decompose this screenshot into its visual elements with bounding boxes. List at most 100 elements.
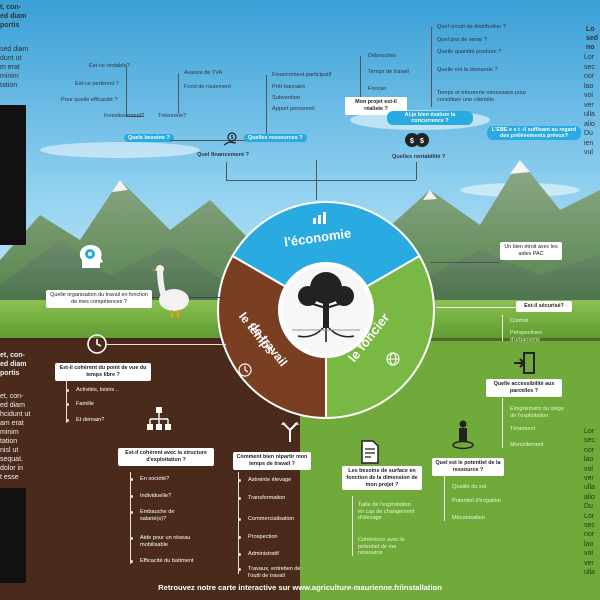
potentiel-item: Mécanisation (452, 515, 485, 521)
left-bottom-line-8: dolor in (0, 465, 23, 472)
left-top-line-4: tation (0, 82, 18, 89)
accessibilite-item: Ténement (510, 426, 536, 432)
bullet (130, 478, 133, 481)
structure-item: En société? (140, 476, 170, 482)
connector (416, 162, 417, 180)
right-top-line-0: Lo (586, 26, 595, 33)
securise-box: Est-il sécurisé? (516, 301, 572, 312)
left-bottom-line-4: minim (0, 429, 19, 436)
surface-item: Taille de l'exploitation en cas de chang… (358, 502, 415, 522)
bullet (66, 419, 69, 422)
left-bottom-line-2: hcidunt ut (0, 411, 31, 418)
coherent-structure-box: Est-il cohérent avec la structure d'expl… (118, 448, 214, 466)
temps-item: Activités, loisirs .. (76, 387, 119, 393)
money-bags-icon: $ $ (405, 133, 429, 147)
goose-illustration (152, 265, 189, 318)
right-bottom-line: lao (584, 456, 594, 464)
realiste-item: Débouchés (368, 53, 397, 59)
left-top-line-0: sed diam (0, 46, 29, 53)
right-mid-line: nor (584, 73, 595, 80)
bullet (130, 511, 133, 514)
ressources-item: Financement participatif (272, 72, 332, 78)
left-top-line-2: m erat (0, 64, 20, 71)
bien-etroit-box: Un bien étroit avec les aides PAC (500, 242, 562, 260)
left-bottom-head-0: et, con- (0, 352, 25, 359)
right-bottom-line: sec (584, 522, 595, 529)
clock-outline-icon (87, 334, 107, 354)
rentabilite-item: Temps et trésorerie nécessaire pour cons… (437, 90, 527, 103)
connector (431, 27, 432, 107)
quel-financement-label: Quel financement ? (197, 152, 249, 158)
right-bottom-line: nor (584, 531, 595, 539)
left-bottom-head-1: ed diam (0, 361, 27, 368)
rentabilite-item: Quelle quantité produire ? (437, 49, 502, 55)
right-mid-line: lao (584, 82, 594, 90)
connector (226, 162, 227, 180)
left-panel-top-block (0, 105, 26, 245)
accessibilite-item: Éloignement du siège de l'exploitation (510, 406, 564, 419)
repartir-box: Comment bien répartir mon temps de trava… (233, 452, 311, 470)
svg-text:$: $ (410, 138, 414, 145)
potentiel-box: Quel est le potentiel de la ressource ? (432, 458, 504, 476)
bullet (130, 560, 133, 563)
right-bottom-line: nor (584, 446, 595, 454)
right-bottom-line: ver (584, 475, 594, 482)
repartir-item: Travaux, entretien de l'outil de travail (248, 566, 301, 579)
connector (360, 56, 361, 98)
right-bottom-line: vol (584, 465, 593, 473)
temps-item: Et demain? (76, 417, 105, 423)
tresorerie-item: Avance de TVA (184, 70, 223, 76)
globe-icon (386, 352, 400, 366)
connector (444, 476, 445, 521)
left-bottom-line-5: tation (0, 438, 18, 445)
footer-link-text[interactable]: Retrouvez notre carte interactive sur ww… (158, 583, 442, 592)
right-bottom-line: Du (584, 503, 593, 511)
left-bottom-line-1: ed diam (0, 402, 25, 409)
bullet (238, 518, 241, 521)
connector (106, 344, 226, 345)
connector (266, 75, 267, 135)
person-target-icon (452, 420, 474, 450)
besoins-item: Est-ce pertinent ? (75, 81, 119, 87)
right-bottom-line: ulla (584, 484, 595, 492)
rentabilite-item: Quel prix de vente ? (437, 37, 488, 43)
besoins-item: Pour quelle efficacité ? (61, 97, 118, 103)
left-bottom-line-6: nisl ut (0, 447, 19, 454)
surface-item: Cohérence avec le potentiel de ma ressou… (358, 537, 405, 557)
left-bottom-line-7: sequat. (0, 456, 23, 463)
accessibilite-box: Quelle accessibilité aux parcelles ? (486, 379, 562, 397)
connector (352, 496, 353, 556)
repartir-item: Prospection (248, 534, 278, 540)
right-mid-line: Lor (584, 54, 595, 61)
left-panel-bottom-block (0, 488, 26, 583)
connector (502, 315, 503, 341)
structure-item: Embauche de salarié(s)? (140, 509, 175, 522)
projet-realiste-box: Mon projet est-il réaliste ? (345, 97, 407, 115)
ressources-item: Prêt bancaire (272, 84, 306, 90)
quelle-rentabilite-label: Quelles rentabilité ? (392, 154, 446, 160)
right-mid-line: ver (584, 101, 594, 109)
structure-item: Aide pour un réseau mobilisable (140, 535, 191, 548)
investissement-label: Investissement? (104, 113, 145, 119)
besoins-surface-box: Les besoins de surface en fonction de la… (342, 466, 422, 491)
right-mid-line: Du (584, 130, 593, 137)
right-bottom-line: lao (584, 540, 594, 548)
bullet (130, 495, 133, 498)
svg-text:$: $ (231, 135, 234, 141)
connector (130, 472, 131, 564)
ressources-item: Subvention (272, 95, 300, 101)
besoins-item: Est-ce rentable? (89, 63, 130, 69)
securise-item: Perspectives d'urbanisme (510, 330, 543, 343)
structure-item: Individuelle? (140, 493, 172, 499)
left-top-line-3: minim (0, 73, 19, 80)
connector (126, 66, 127, 116)
right-top-line-2: no (586, 44, 595, 51)
realiste-item: Foncier (368, 86, 387, 92)
potentiel-item: Potentiel d'irrigation (452, 498, 501, 504)
directions-arrows-icon (281, 422, 299, 442)
realiste-item: Temps de travail (368, 69, 409, 75)
connector (238, 472, 239, 574)
org-chart-icon (147, 407, 171, 430)
left-bottom-line-9: t esse (0, 474, 19, 481)
